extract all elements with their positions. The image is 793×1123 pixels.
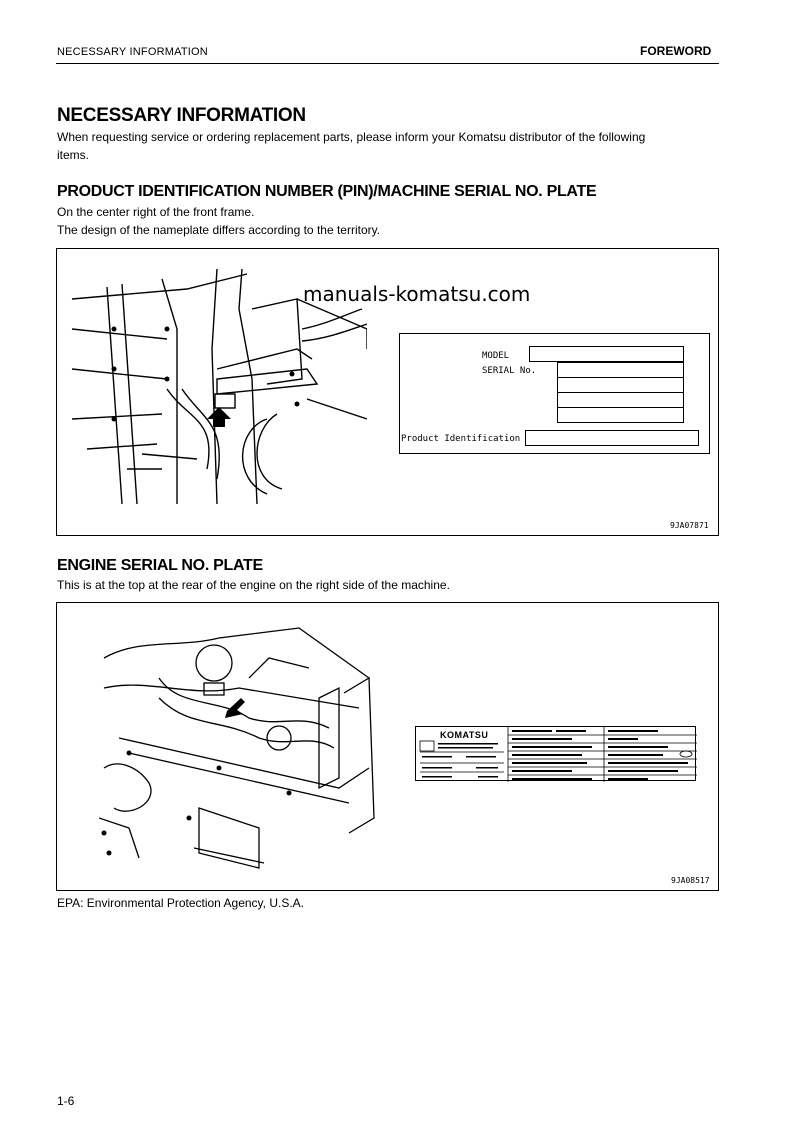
running-header-right: FOREWORD — [640, 44, 712, 58]
page-title: NECESSARY INFORMATION — [57, 105, 306, 126]
engine-illustration — [99, 627, 375, 869]
page-number: 1-6 — [57, 1094, 75, 1108]
plate-serial-field-2 — [557, 377, 684, 393]
engine-figure-code: 9JA08517 — [671, 876, 710, 885]
pin-nameplate: MODEL SERIAL No. Product Identification … — [399, 333, 710, 454]
engine-nameplate: KOMATSU — [415, 726, 697, 782]
pin-figure-frame: manuals-komatsu.com MODEL SERIAL No. Pro… — [56, 248, 719, 536]
front-frame-illustration — [71, 269, 367, 504]
engine-plate-grid — [419, 727, 697, 782]
engine-figure-frame: KOMATSU — [56, 602, 719, 891]
pin-location-text: On the center right of the front frame. — [57, 205, 255, 219]
intro-line-1: When requesting service or ordering repl… — [57, 130, 646, 144]
engine-section-heading: ENGINE SERIAL NO. PLATE — [57, 557, 263, 574]
plate-serial-field-1 — [557, 362, 684, 378]
plate-serial-field-3 — [557, 392, 684, 408]
pin-figure-code: 9JA07871 — [670, 521, 709, 530]
plate-model-label: MODEL — [482, 351, 510, 361]
watermark: manuals-komatsu.com — [303, 282, 531, 306]
pin-section-heading: PRODUCT IDENTIFICATION NUMBER (PIN)/MACH… — [57, 183, 597, 200]
intro-line-2: items. — [57, 148, 90, 162]
engine-location-text: This is at the top at the rear of the en… — [57, 578, 450, 592]
pin-design-text: The design of the nameplate differs acco… — [57, 223, 381, 237]
plate-serial-field-4 — [557, 407, 684, 423]
running-header-left: NECESSARY INFORMATION — [57, 46, 208, 58]
plate-model-field — [529, 346, 684, 362]
plate-pin-field — [525, 430, 699, 446]
epa-footnote: EPA: Environmental Protection Agency, U.… — [57, 896, 305, 910]
plate-serial-label: SERIAL No. — [482, 366, 537, 376]
header-rule — [56, 63, 719, 64]
plate-pin-label: Product Identification Number — [401, 434, 559, 444]
komatsu-logo: KOMATSU — [440, 730, 489, 740]
